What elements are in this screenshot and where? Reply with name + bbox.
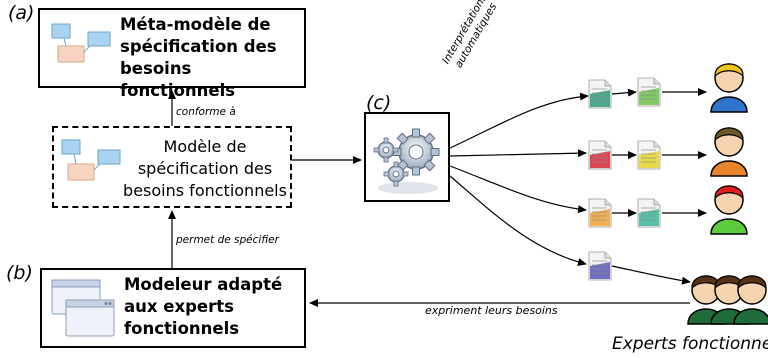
document-icon (637, 140, 661, 170)
model-line-2: spécification des (137, 159, 273, 178)
metamodel-line-2: spécification des (120, 37, 277, 56)
modeler-line-3: fonctionnels (124, 319, 240, 338)
metamodel-box: Méta-modèle de spécification des besoins… (38, 8, 306, 100)
document-icon (588, 198, 612, 228)
model-box: Modèle de spécification des besoins fonc… (52, 126, 292, 208)
metamodel-diagram-icon (51, 23, 111, 63)
label-b: (b) (6, 262, 33, 284)
permet-label: permet de spécifier (176, 234, 279, 246)
arrow-group (611, 265, 691, 285)
metamodel-line-3: besoins fonctionnels (120, 59, 236, 100)
model-title: Modèle de spécification des besoins fonc… (120, 136, 290, 202)
metamodel-title: Méta-modèle de spécification des besoins… (120, 14, 310, 102)
arrow-doc-4 (449, 175, 587, 266)
model-line-1: Modèle de (163, 137, 247, 156)
label-a: (a) (8, 2, 35, 24)
gears-box (364, 112, 450, 202)
expriment-label: expriment leurs besoins (425, 304, 558, 317)
model-line-3: besoins fonctionnels (123, 181, 287, 200)
document-icon (588, 251, 612, 281)
user-avatar-icon (710, 185, 748, 235)
arrow-doc-1 (449, 92, 589, 149)
user-avatar-icon (710, 127, 748, 177)
model-diagram-icon (61, 139, 121, 181)
gears-icon (373, 128, 440, 194)
modeler-box: Modeleur adapté aux experts fonctionnels (40, 268, 306, 348)
document-icon (637, 198, 661, 228)
metamodel-line-1: Méta-modèle de (120, 15, 271, 34)
window-stack-icon (51, 279, 115, 337)
arrow-doc-1b (611, 88, 637, 97)
conforme-label: conforme à (176, 106, 236, 118)
arrow-doc-3 (449, 165, 587, 214)
experts-caption: Experts fonctionnels (612, 334, 768, 354)
expert-avatar-icon (687, 275, 725, 325)
label-c: (c) (366, 92, 392, 114)
document-icon (588, 79, 612, 109)
user-avatar-icon (710, 63, 748, 113)
modeler-title: Modeleur adapté aux experts fonctionnels (124, 274, 304, 340)
documents (588, 77, 661, 281)
arrow-doc-2 (449, 149, 587, 158)
modeler-line-2: aux experts (124, 297, 234, 316)
expert-avatar-icon (733, 275, 768, 325)
users (687, 63, 768, 325)
document-icon (588, 140, 612, 170)
document-icon (637, 77, 661, 107)
modeler-line-1: Modeleur adapté (124, 275, 283, 294)
